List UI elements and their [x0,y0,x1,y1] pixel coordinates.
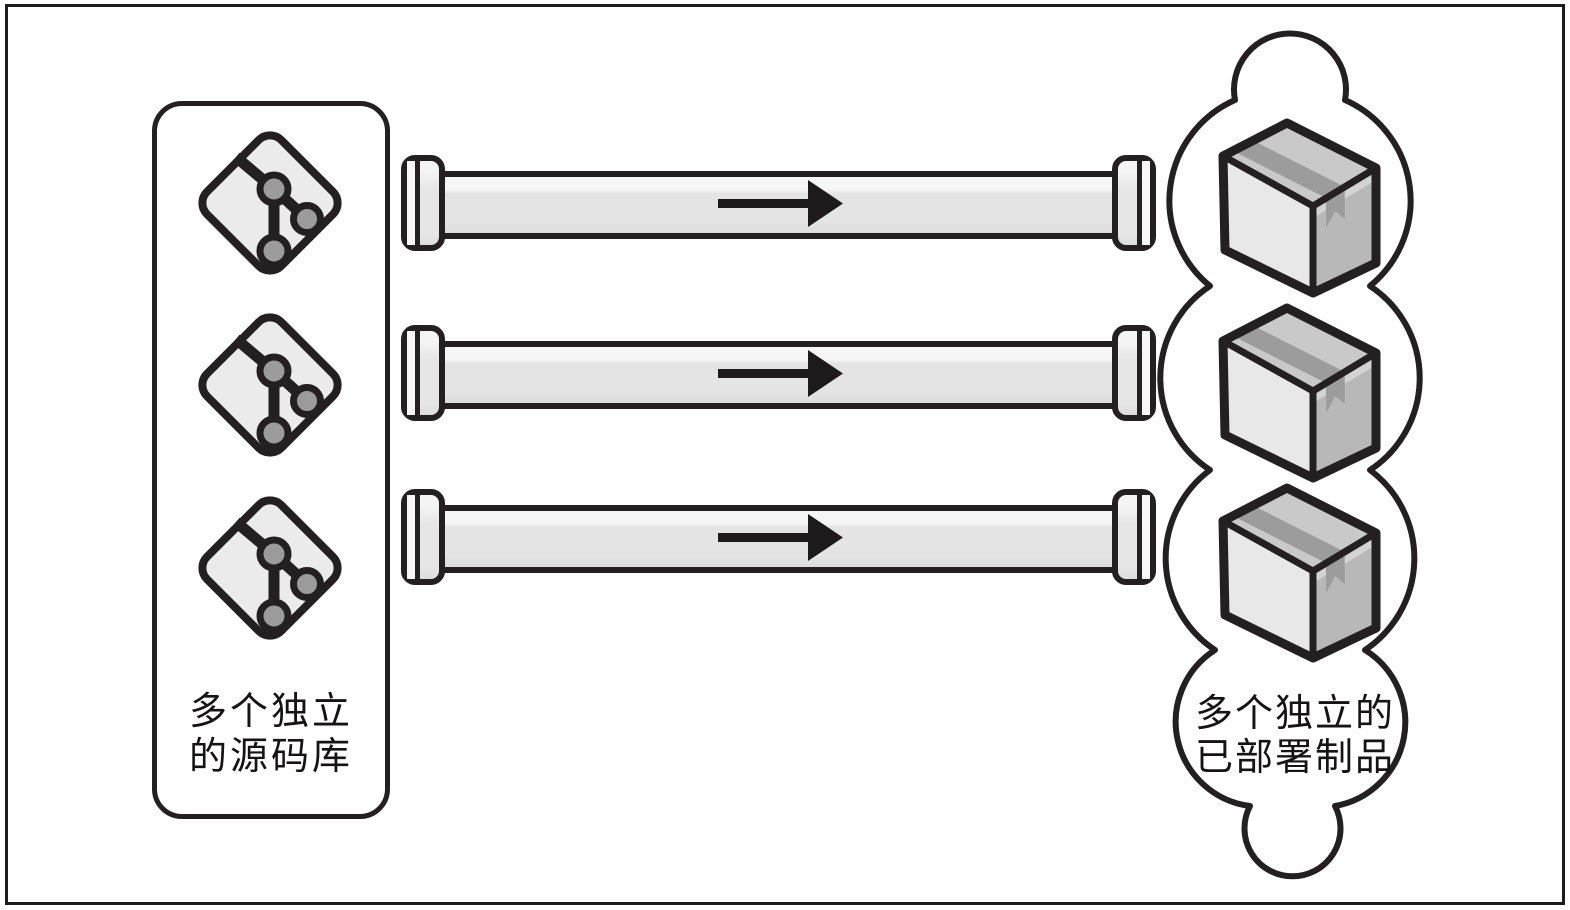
artifact-cloud-label-line2: 已部署制品 [1194,737,1395,779]
pipe-flange-right-icon [1112,155,1156,251]
artifact-cloud-label-line1: 多个独立的 [1194,693,1395,735]
pipe-flange-left-icon [401,489,445,585]
pipeline-2 [401,325,1156,423]
package-box-icon [1218,118,1381,298]
pipeline-1 [401,155,1156,253]
package-box-icon [1218,303,1381,483]
git-repo-icon [198,313,342,457]
package-box-icon [1218,483,1381,663]
pipe-flange-right-icon [1112,325,1156,421]
pipe-flange-left-icon [401,155,445,251]
source-repos-panel: 多个独立 的源码库 [152,101,390,819]
git-repo-icon [198,131,342,275]
pipeline-3 [401,489,1156,587]
artifact-cloud-label: 多个独立的 已部署制品 [1160,692,1430,780]
flow-arrow-icon [718,350,843,397]
source-repos-label-line2: 的源码库 [188,736,353,778]
flow-arrow-icon [718,180,843,227]
git-repo-icon [198,496,342,640]
flow-arrow-icon [718,514,843,561]
pipe-flange-right-icon [1112,489,1156,585]
pipe-flange-left-icon [401,325,445,421]
source-repos-label-line1: 多个独立 [188,691,353,733]
source-repos-label: 多个独立 的源码库 [157,690,385,780]
